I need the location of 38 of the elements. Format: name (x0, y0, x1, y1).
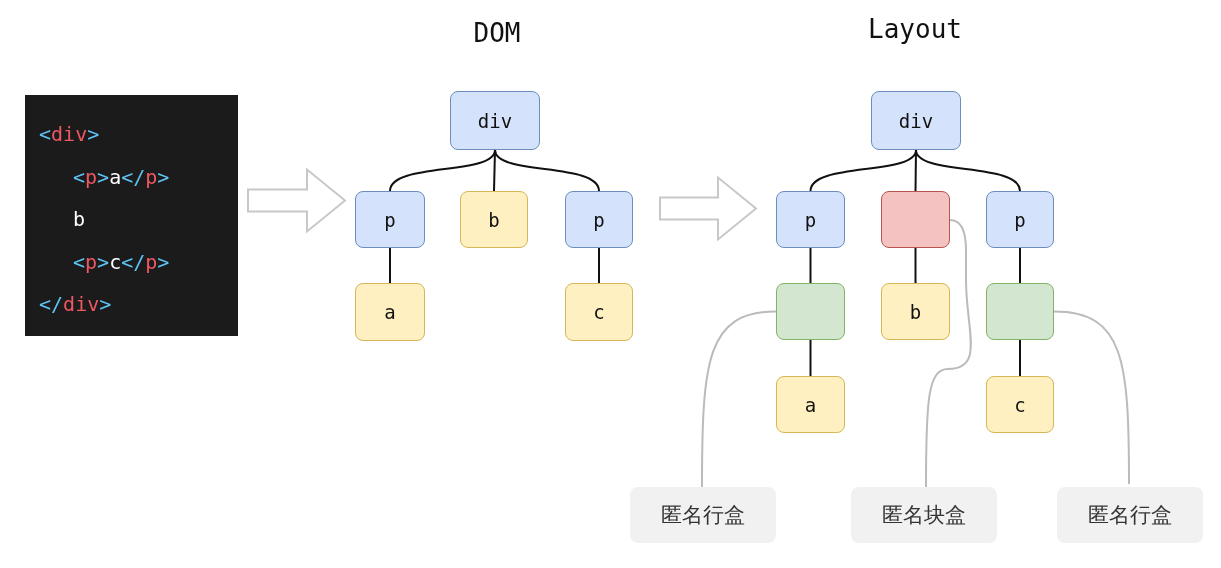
text-box: b (460, 191, 528, 248)
text-box: a (776, 376, 845, 433)
tree-connector (1019, 339, 1021, 377)
tree-connector (1019, 247, 1021, 284)
callout-box: 匿名行盒 (630, 487, 776, 543)
tree-connector (914, 247, 917, 284)
code-line: b (72, 206, 87, 233)
tree-connector (809, 339, 812, 377)
tree-title: DOM (473, 18, 521, 48)
tree-connector (494, 149, 600, 192)
code-block (25, 95, 238, 336)
text-box: b (881, 283, 950, 340)
tree-connector (389, 247, 391, 284)
callout-box: 匿名行盒 (1057, 487, 1203, 543)
code-line: <p>c</p> (72, 248, 171, 276)
callout-box: 匿名块盒 (851, 487, 997, 543)
tree-connector (598, 247, 600, 284)
leader-line (925, 219, 972, 488)
text-box: a (355, 283, 425, 341)
tree-title: Layout (868, 14, 962, 44)
hollow-arrow (659, 175, 758, 242)
tree-connector (809, 247, 812, 284)
text-box: c (565, 283, 633, 341)
text-box: c (986, 376, 1054, 433)
element-box: p (776, 191, 845, 248)
code-line: <div> (39, 121, 101, 148)
element-box: p (355, 191, 425, 248)
element-box: div (450, 91, 540, 150)
element-box: p (565, 191, 633, 248)
code-line: </div> (39, 291, 113, 318)
element-box: p (986, 191, 1054, 248)
element-box: div (871, 91, 961, 150)
hollow-arrow (247, 167, 347, 234)
tree-connector (915, 149, 1021, 192)
code-line: <p>a</p> (72, 163, 171, 191)
leader-line (1053, 310, 1130, 485)
leader-line (701, 310, 777, 488)
anonymous-block-box (881, 191, 950, 248)
